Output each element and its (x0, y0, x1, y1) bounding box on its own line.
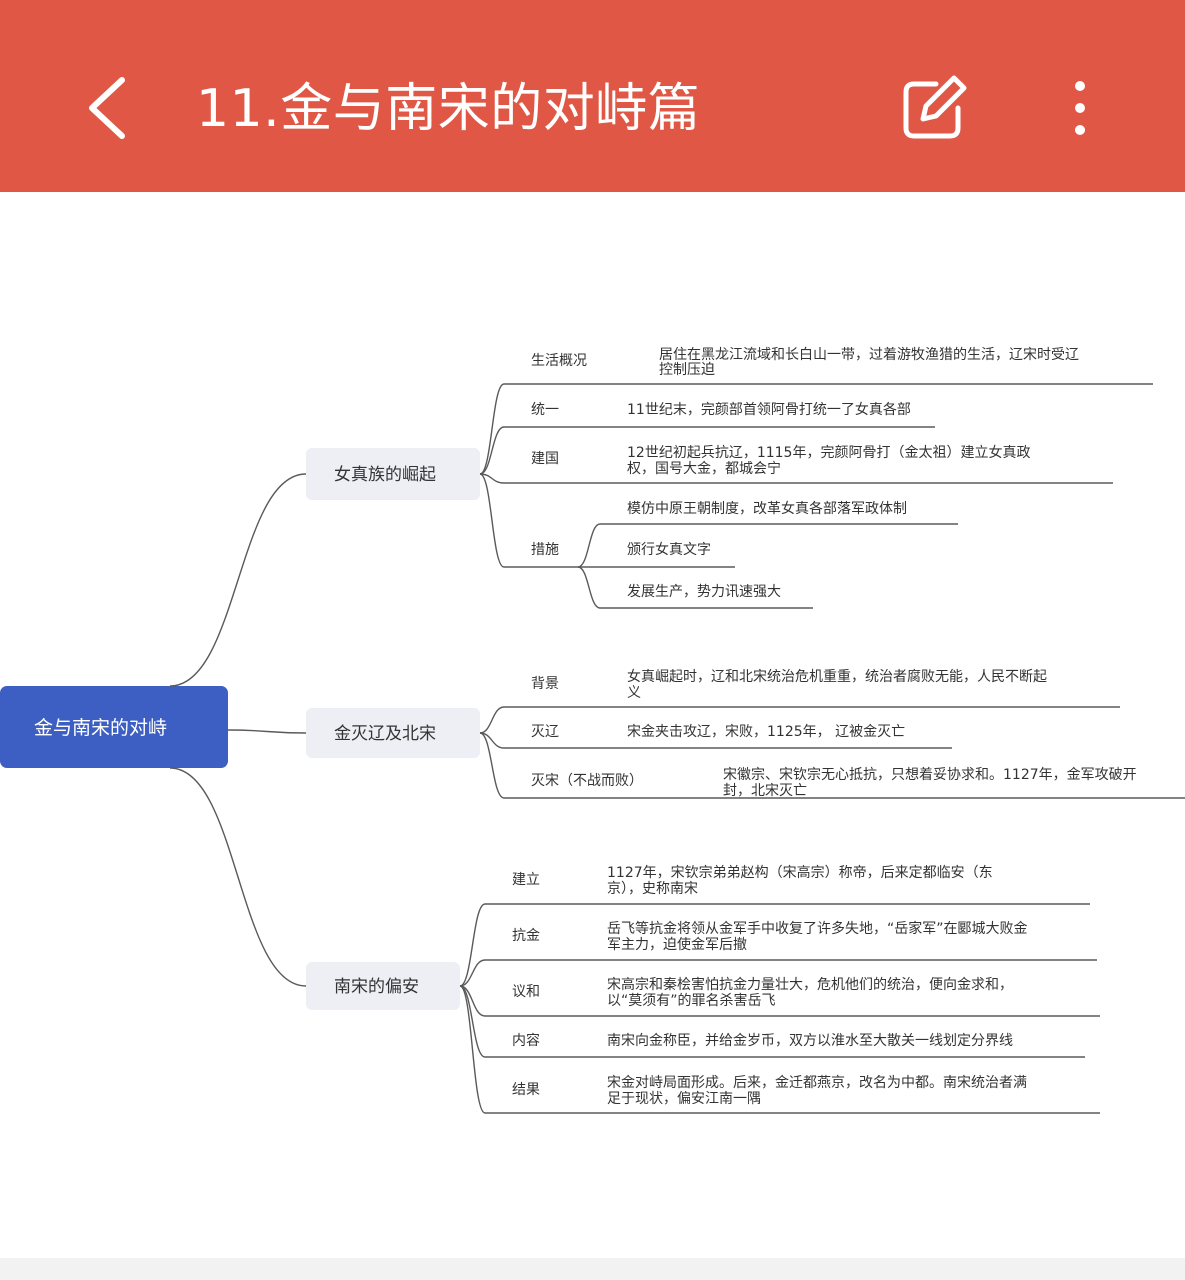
branch-node-label: 金灭辽及北宋 (334, 724, 436, 744)
detail-text: 以“莫须有”的罪名杀害岳飞 (607, 993, 776, 1009)
detail-text: 控制压迫 (659, 362, 715, 378)
more-vertical-icon (1075, 81, 1085, 135)
child-connector (479, 473, 505, 484)
detail-text: 权，国号大金，都城会宁 (627, 460, 781, 477)
detail-text: 12世纪初起兵抗辽，1115年，完颜阿骨打（金太祖）建立女真政 (627, 444, 1030, 461)
root-node[interactable] (0, 686, 228, 768)
edit-button[interactable] (896, 72, 970, 146)
child-topic-label: 灭辽 (531, 724, 559, 740)
child-connector (479, 473, 505, 568)
branch-node-label: 南宋的偏安 (334, 977, 419, 997)
chevron-left-icon (89, 77, 125, 139)
child-connector (459, 985, 486, 1114)
branch-connector (227, 729, 307, 734)
mindmap-canvas: 金与南宋的对峙 女真族的崛起 生活概况 居住在黑龙江流域和长白山一带，过着游牧渔猎的生… (0, 347, 1185, 1114)
detail-text: 颁行女真文字 (627, 541, 711, 558)
child-connector (479, 426, 505, 475)
detail-text: 京），史称南宋 (607, 881, 698, 897)
detail-text: 居住在黑龙江流域和长白山一带，过着游牧渔猎的生活，辽宋时受辽 (659, 347, 1079, 363)
detail-text: 发展生产，势力讯速强大 (627, 584, 781, 600)
child-topic-label: 议和 (512, 984, 540, 1000)
detail-text: 1127年，宋钦宗弟弟赵构（宋高宗）称帝，后来定都临安（东 (607, 864, 993, 881)
child-topic-label: 建国 (531, 451, 559, 467)
detail-text: 11世纪末，完颜部首领阿骨打统一了女真各部 (627, 401, 911, 418)
detail-text: 足于现状，偏安江南一隅 (607, 1091, 761, 1107)
child-connector (459, 903, 486, 987)
child-topic-label: 生活概况 (531, 353, 587, 369)
detail-text: 岳飞等抗金将领从金军手中收复了许多失地，“岳家军”在郾城大败金 (607, 920, 1028, 937)
branch-node[interactable] (306, 962, 460, 1010)
detail-text: 宋金夹击攻辽，宋败，1125年， 辽被金灭亡 (627, 724, 905, 740)
branch-node[interactable] (306, 448, 480, 500)
child-connector (459, 985, 486, 1058)
child-connector (479, 383, 505, 475)
child-topic-label: 建立 (512, 872, 540, 888)
branch-node-label: 女真族的崛起 (334, 465, 436, 485)
detail-text: 南宋向金称臣，并给金岁币，双方以淮水至大散关一线划定分界线 (607, 1033, 1013, 1049)
detail-text: 军主力，迫使金军后撤 (607, 936, 747, 953)
child-topic-label: 抗金 (512, 928, 540, 944)
edit-icon (903, 75, 967, 139)
child-connector (459, 959, 486, 987)
child-topic-label: 统一 (531, 402, 559, 418)
root-node-label: 金与南宋的对峙 (34, 717, 167, 739)
detail-connector (577, 523, 601, 568)
child-topic-label: 背景 (531, 676, 559, 692)
bottom-bar (0, 1258, 1185, 1280)
child-connector (479, 732, 505, 799)
detail-text: 宋高宗和秦桧害怕抗金力量壮大，危机他们的统治，便向金求和， (607, 976, 1013, 993)
detail-text: 宋徽宗、宋钦宗无心抵抗，只想着妥协求和。1127年，金军攻破开 (723, 767, 1137, 783)
back-button[interactable] (78, 70, 142, 146)
child-topic-label: 内容 (512, 1032, 540, 1049)
page-title: 11.金与南宋的对峙篇 (196, 79, 701, 139)
detail-text: 义 (627, 685, 641, 701)
child-topic-label: 措施 (531, 542, 559, 558)
child-topic-label: 灭宋（不战而败） (531, 773, 643, 789)
child-connector (479, 706, 505, 734)
more-options-button[interactable] (1056, 72, 1104, 146)
branch-connector (169, 473, 307, 687)
detail-connector (577, 566, 601, 609)
app-header: 11.金与南宋的对峙篇 (0, 0, 1185, 192)
branch-connector (169, 767, 307, 987)
detail-text: 模仿中原王朝制度，改革女真各部落军政体制 (627, 500, 907, 517)
branch-node[interactable] (306, 708, 480, 758)
detail-text: 宋金对峙局面形成。后来，金迁都燕京，改名为中都。南宋统治者满 (607, 1075, 1027, 1091)
detail-text: 封，北宋灭亡 (723, 783, 807, 799)
detail-text: 女真崛起时，辽和北宋统治危机重重，统治者腐败无能，人民不断起 (627, 668, 1047, 685)
child-topic-label: 结果 (512, 1082, 540, 1098)
